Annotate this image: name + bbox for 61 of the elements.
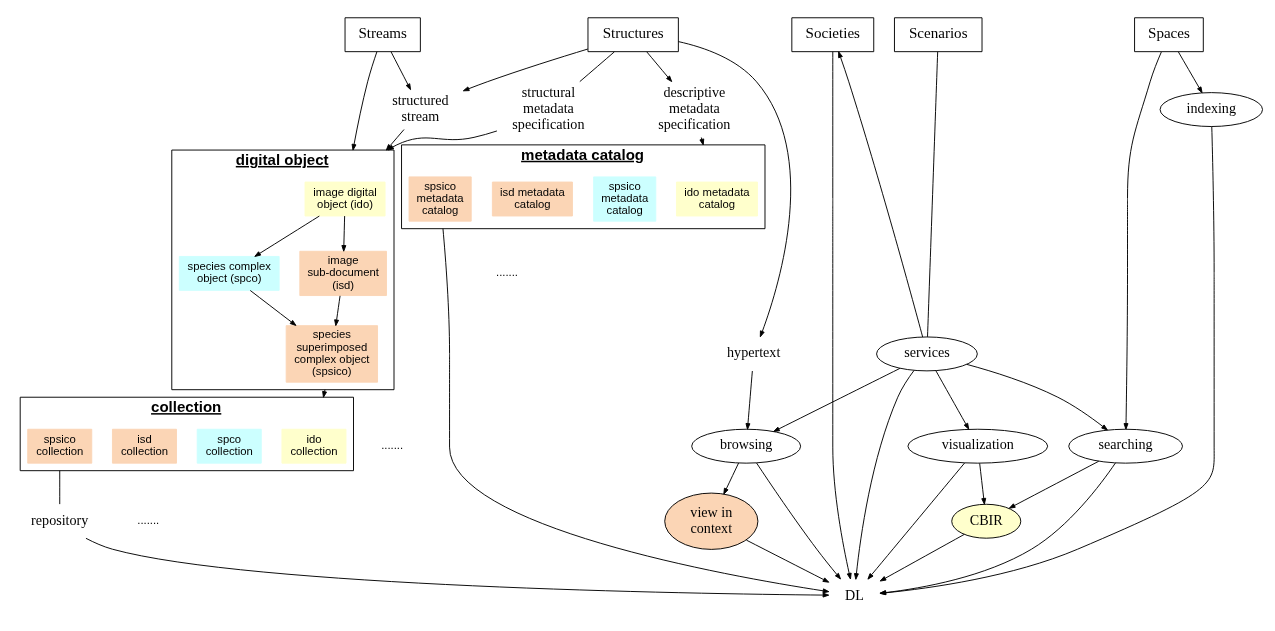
node-box: Spaces [1134, 17, 1204, 53]
node-text: DL [845, 586, 864, 603]
arrow [854, 370, 915, 580]
node-box: species superimposed complex object (spsico) [285, 325, 378, 383]
connector [59, 470, 61, 505]
label: ....... [496, 266, 518, 279]
arrow [462, 48, 589, 92]
node-box: image sub-document (isd) [299, 250, 387, 296]
label: ....... [381, 439, 404, 452]
node-ellipse: visualization [907, 428, 1049, 464]
node-box: spco collection [196, 428, 262, 464]
node-box: spsico metadata catalog [593, 176, 657, 222]
arrow [935, 370, 970, 430]
node-box: species complex object (spco) [178, 256, 280, 291]
node-ellipse: indexing [1159, 92, 1263, 127]
arrow [979, 462, 987, 505]
node-box: Structures [587, 17, 679, 53]
arrow [1177, 51, 1203, 94]
node-box: Scenarios [894, 17, 983, 53]
node-text: repository [31, 511, 89, 528]
arrow [442, 228, 830, 594]
node-text: structural metadata specification [512, 83, 585, 132]
arrow [1123, 51, 1162, 430]
node-ellipse: services [876, 336, 978, 372]
node-ellipse: view in context [664, 492, 759, 550]
arrow [351, 51, 378, 151]
arrow [745, 539, 830, 583]
node-box: isd metadata catalog [491, 181, 573, 217]
arrow [85, 537, 830, 598]
label: ....... [137, 514, 160, 527]
arrow [773, 367, 901, 432]
node-box: isd collection [112, 428, 177, 464]
arrow [390, 51, 412, 91]
arrow [249, 289, 297, 326]
node-ellipse: searching [1068, 428, 1183, 464]
arrow [832, 51, 852, 580]
arrow [966, 363, 1108, 431]
arrow [745, 370, 753, 430]
node-text: descriptive metadata specification [658, 83, 731, 132]
arrow [867, 462, 966, 580]
node-box: spsico metadata catalog [408, 176, 472, 222]
arrow [334, 295, 341, 327]
arrow [838, 51, 924, 338]
arrow [1008, 460, 1100, 509]
node-box: Streams [344, 17, 421, 53]
arrow [756, 462, 841, 580]
node-text: hypertext [727, 344, 781, 361]
node-box: Societies [791, 17, 875, 53]
node-box: ido collection [281, 428, 347, 464]
node-text: structured stream [392, 91, 449, 124]
connector [579, 51, 615, 83]
node-box: ido metadata catalog [676, 181, 758, 217]
arrow [699, 137, 705, 146]
arrow [646, 51, 673, 83]
arrow [341, 215, 347, 252]
connector [927, 51, 939, 338]
node-box: image digital object (ido) [304, 181, 386, 217]
arrow [879, 533, 965, 582]
arrow [254, 215, 320, 257]
node-box: spsico collection [27, 428, 93, 464]
arrow [723, 462, 740, 495]
